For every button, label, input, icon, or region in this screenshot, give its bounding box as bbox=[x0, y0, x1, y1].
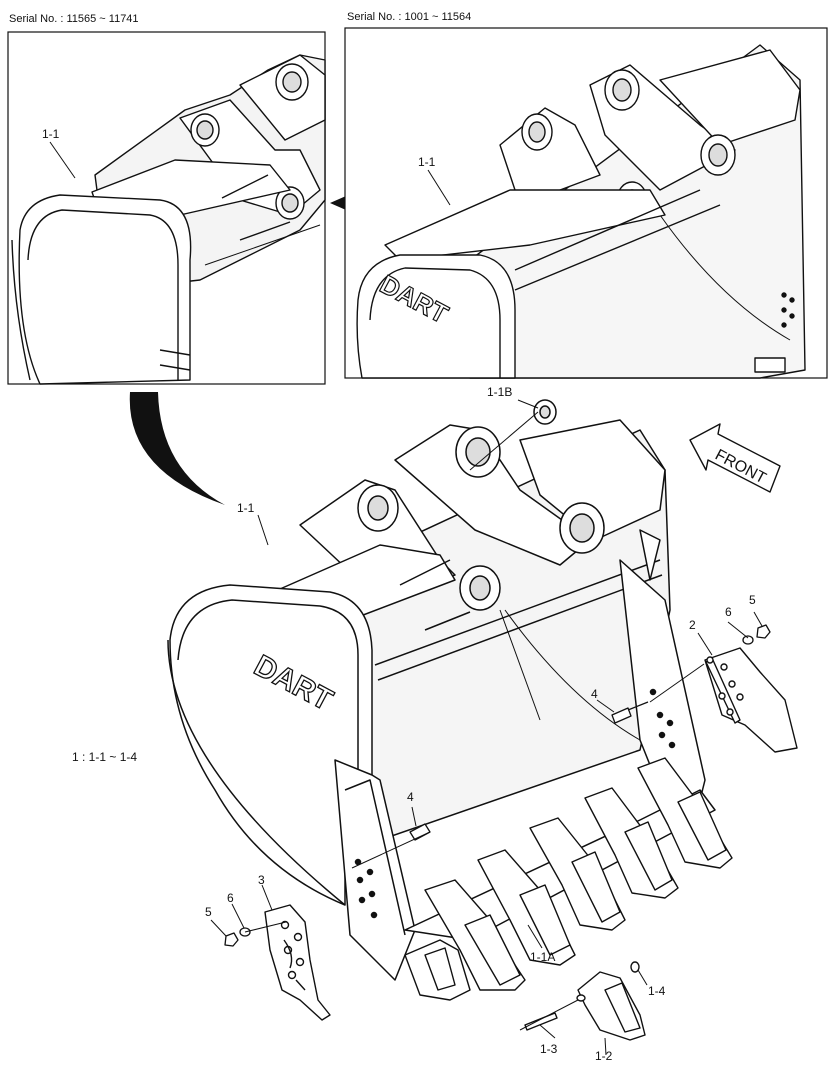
leader-lines bbox=[49, 141, 763, 1056]
inset-pointer-arrow bbox=[330, 196, 346, 210]
side-cutter-left bbox=[264, 904, 331, 1021]
assembly-note: 1 : 1-1 ~ 1-4 bbox=[72, 750, 138, 764]
side-cutter-right bbox=[704, 647, 798, 753]
callout-inset-right-bucket: 1-1 bbox=[418, 155, 436, 169]
callout-bushing: 1-1B bbox=[487, 385, 513, 399]
callout-nut-right: 5 bbox=[749, 593, 756, 607]
callout-side-cutter-left: 3 bbox=[258, 873, 265, 887]
exploded-pin bbox=[524, 1012, 558, 1031]
callout-lock: 1-4 bbox=[648, 984, 666, 998]
callout-main-bucket: 1-1 bbox=[237, 501, 255, 515]
callout-inset-left-bucket: 1-1 bbox=[42, 127, 60, 141]
exploded-lock bbox=[630, 961, 640, 973]
callout-nut-left: 5 bbox=[205, 905, 212, 919]
bucket-teeth bbox=[404, 757, 733, 1041]
callout-washer-left: 6 bbox=[227, 891, 234, 905]
callout-washer-right: 6 bbox=[725, 605, 732, 619]
main-bucket bbox=[167, 399, 716, 981]
callout-bolt-right: 4 bbox=[591, 687, 598, 701]
left-serial-header: Serial No. : 11565 ~ 11741 bbox=[9, 13, 139, 25]
callout-tooth-point: 1-2 bbox=[595, 1049, 613, 1063]
callout-bolt-left: 4 bbox=[407, 790, 414, 804]
right-serial-header: Serial No. : 1001 ~ 11564 bbox=[347, 11, 472, 23]
callout-side-cutter-right: 2 bbox=[689, 618, 696, 632]
callout-tooth-adapter: 1-1A bbox=[530, 950, 556, 964]
callout-pin: 1-3 bbox=[540, 1042, 558, 1056]
transition-arrow bbox=[129, 392, 225, 505]
front-direction-arrow: FRONT bbox=[689, 423, 781, 493]
inset-left-bucket bbox=[11, 54, 326, 385]
inset-right-bucket bbox=[356, 44, 806, 379]
